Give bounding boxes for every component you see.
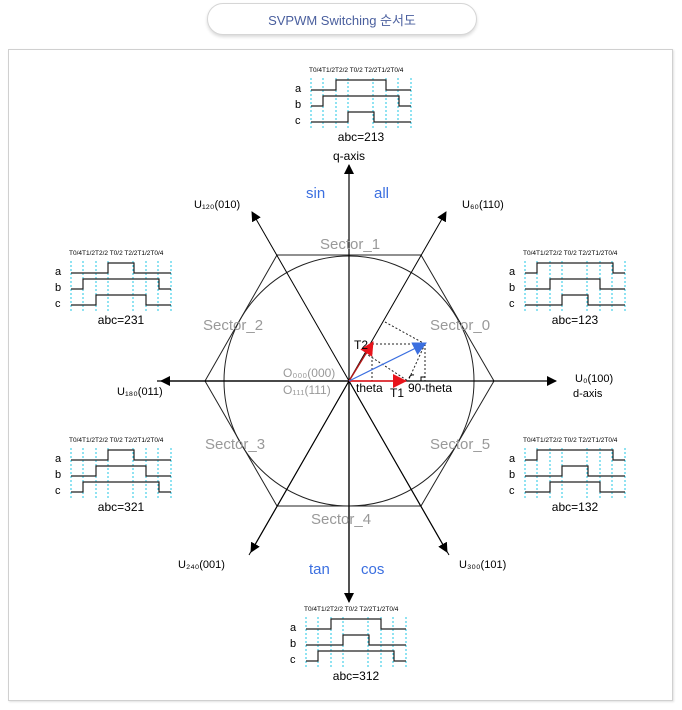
phase-label-c: c (295, 115, 301, 127)
phase-label-a: a (55, 453, 62, 465)
timing-header: T0/4T1/2T2/2 T0/2 T2/2T1/2T0/4 (523, 250, 618, 257)
sequence-label: abc=312 (333, 669, 380, 683)
sequence-label: abc=132 (552, 500, 599, 514)
u240-line (250, 380, 350, 553)
u120-label: U₁₂₀(010) (194, 199, 240, 211)
waveform-b (71, 465, 171, 477)
waveform-b (311, 95, 411, 107)
timing-diagrams: T0/4T1/2T2/2 T0/2 T2/2T1/2T0/4abcabc=213… (55, 67, 626, 683)
phase-label-c: c (55, 485, 61, 497)
sin-label: sin (306, 185, 325, 202)
phase-label-b: b (509, 282, 515, 294)
ninety-theta-label: 90-theta (408, 381, 452, 395)
phase-label-c: c (290, 654, 296, 666)
phase-label-a: a (290, 622, 297, 634)
right-angle-mark (420, 376, 425, 381)
diagram-frame (8, 49, 673, 701)
vector-construction (364, 321, 426, 382)
title-pill: SVPWM Switching 순서도 (207, 3, 477, 35)
phase-label-b: b (290, 638, 296, 650)
u0-label: U₀(100) (575, 373, 613, 385)
timing-header: T0/4T1/2T2/2 T0/2 T2/2T1/2T0/4 (304, 606, 399, 613)
sector-3-label: Sector_3 (205, 436, 265, 453)
waveform-a (525, 262, 625, 274)
phase-label-a: a (295, 83, 302, 95)
phase-label-a: a (509, 453, 516, 465)
timing-diagram-bottom: T0/4T1/2T2/2 T0/2 T2/2T1/2T0/4 abc abc=312 (290, 606, 407, 683)
o000-label: O₀₀₀(000) (283, 366, 335, 380)
waveform-c (306, 650, 406, 662)
phase-label-b: b (55, 469, 61, 481)
sequence-label: abc=123 (552, 313, 599, 327)
timing-diagram-top: T0/4T1/2T2/2 T0/2 T2/2T1/2T0/4 abc abc=213 (295, 67, 412, 144)
u60-label: U₆₀(110) (462, 199, 504, 211)
sector-1-label: Sector_1 (320, 236, 380, 253)
timing-header: T0/4T1/2T2/2 T0/2 T2/2T1/2T0/4 (69, 437, 164, 444)
all-label: all (374, 185, 389, 202)
waveform-a (71, 449, 171, 461)
angle-arc (408, 374, 415, 379)
waveform-a (525, 449, 625, 461)
sequence-label: abc=231 (98, 313, 145, 327)
timing-header: T0/4T1/2T2/2 T0/2 T2/2T1/2T0/4 (309, 67, 404, 74)
sequence-label: abc=321 (98, 500, 145, 514)
t1-label: T1 (390, 386, 404, 400)
waveform-a (71, 262, 171, 274)
waveform-c (71, 481, 171, 493)
waveform-a (306, 618, 406, 630)
phase-label-a: a (509, 266, 516, 278)
t2-vector (348, 341, 374, 382)
timing-header: T0/4T1/2T2/2 T0/2 T2/2T1/2T0/4 (523, 437, 618, 444)
phase-label-b: b (295, 99, 301, 111)
u300-line (348, 380, 448, 553)
phase-label-b: b (55, 282, 61, 294)
sector-2-label: Sector_2 (203, 317, 263, 334)
timing-diagram-lower-left: T0/4T1/2T2/2 T0/2 T2/2T1/2T0/4 abc abc=321 (55, 437, 172, 514)
timing-diagram-upper-left: T0/4T1/2T2/2 T0/2 T2/2T1/2T0/4 abc abc=231 (55, 250, 172, 327)
u240-label: U₂₄₀(001) (178, 559, 225, 571)
phase-label-c: c (509, 298, 515, 310)
waveform-b (525, 278, 625, 290)
page-title: SVPWM Switching 순서도 (268, 12, 416, 28)
waveform-b (525, 465, 625, 477)
d-axis-label: d-axis (573, 388, 603, 400)
waveform-b (306, 634, 406, 646)
sequence-label: abc=213 (338, 130, 385, 144)
sector-0-label: Sector_0 (430, 317, 490, 334)
phase-label-c: c (509, 485, 515, 497)
theta-label: theta (356, 381, 383, 395)
reference-vector (348, 342, 427, 382)
u300-label: U₃₀₀(101) (459, 559, 506, 571)
timing-diagram-upper-right: T0/4T1/2T2/2 T0/2 T2/2T1/2T0/4 abc abc=123 (509, 250, 626, 327)
timing-header: T0/4T1/2T2/2 T0/2 T2/2T1/2T0/4 (69, 250, 164, 257)
waveform-c (525, 481, 625, 493)
sector-5-label: Sector_5 (430, 436, 490, 453)
timing-diagram-lower-right: T0/4T1/2T2/2 T0/2 T2/2T1/2T0/4 abc abc=132 (509, 437, 626, 514)
phase-label-b: b (509, 469, 515, 481)
cos-label: cos (361, 561, 384, 578)
waveform-c (311, 111, 411, 123)
sector-4-label: Sector_4 (311, 511, 371, 528)
waveform-c (71, 294, 171, 306)
o111-label: O₁₁₁(111) (283, 383, 331, 397)
phase-label-c: c (55, 298, 61, 310)
u180-label: U₁₈₀(011) (117, 386, 163, 398)
t2-label: T2 (354, 338, 368, 352)
waveform-c (525, 294, 625, 306)
waveform-b (71, 278, 171, 290)
tan-label: tan (309, 561, 330, 578)
phase-label-a: a (55, 266, 62, 278)
q-axis-label: q-axis (333, 149, 365, 163)
waveform-a (311, 79, 411, 91)
